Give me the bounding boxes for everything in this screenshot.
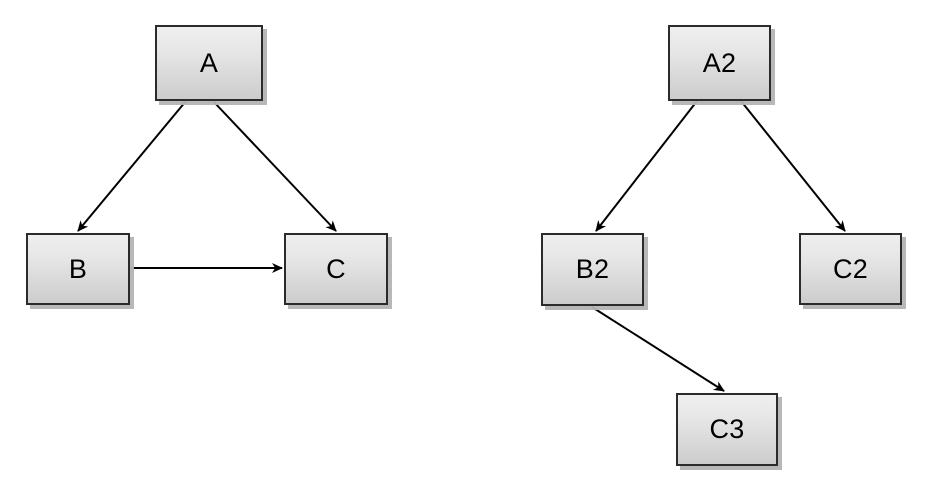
node-label-b: B <box>68 253 88 284</box>
edge-a2-to-c2[interactable] <box>740 100 846 232</box>
node-b2[interactable]: B2 <box>541 233 644 306</box>
node-label-b2: B2 <box>575 254 610 284</box>
node-label-a: A <box>199 47 219 78</box>
edge-a2-to-b2[interactable] <box>595 100 698 232</box>
edge-a-to-c[interactable] <box>212 100 337 232</box>
node-a2[interactable]: A2 <box>668 25 771 101</box>
node-label-c2: C2 <box>833 253 868 284</box>
node-c[interactable]: C <box>284 233 388 305</box>
node-label-c: C <box>326 253 346 284</box>
node-c2[interactable]: C2 <box>799 233 902 305</box>
node-a[interactable]: A <box>155 25 263 101</box>
edge-a-to-b[interactable] <box>77 100 187 232</box>
node-b[interactable]: B <box>26 233 130 305</box>
edge-b2-to-c3[interactable] <box>591 306 725 392</box>
node-label-c3: C3 <box>709 414 745 444</box>
node-c3[interactable]: C3 <box>676 393 778 466</box>
node-label-a2: A2 <box>702 47 737 78</box>
